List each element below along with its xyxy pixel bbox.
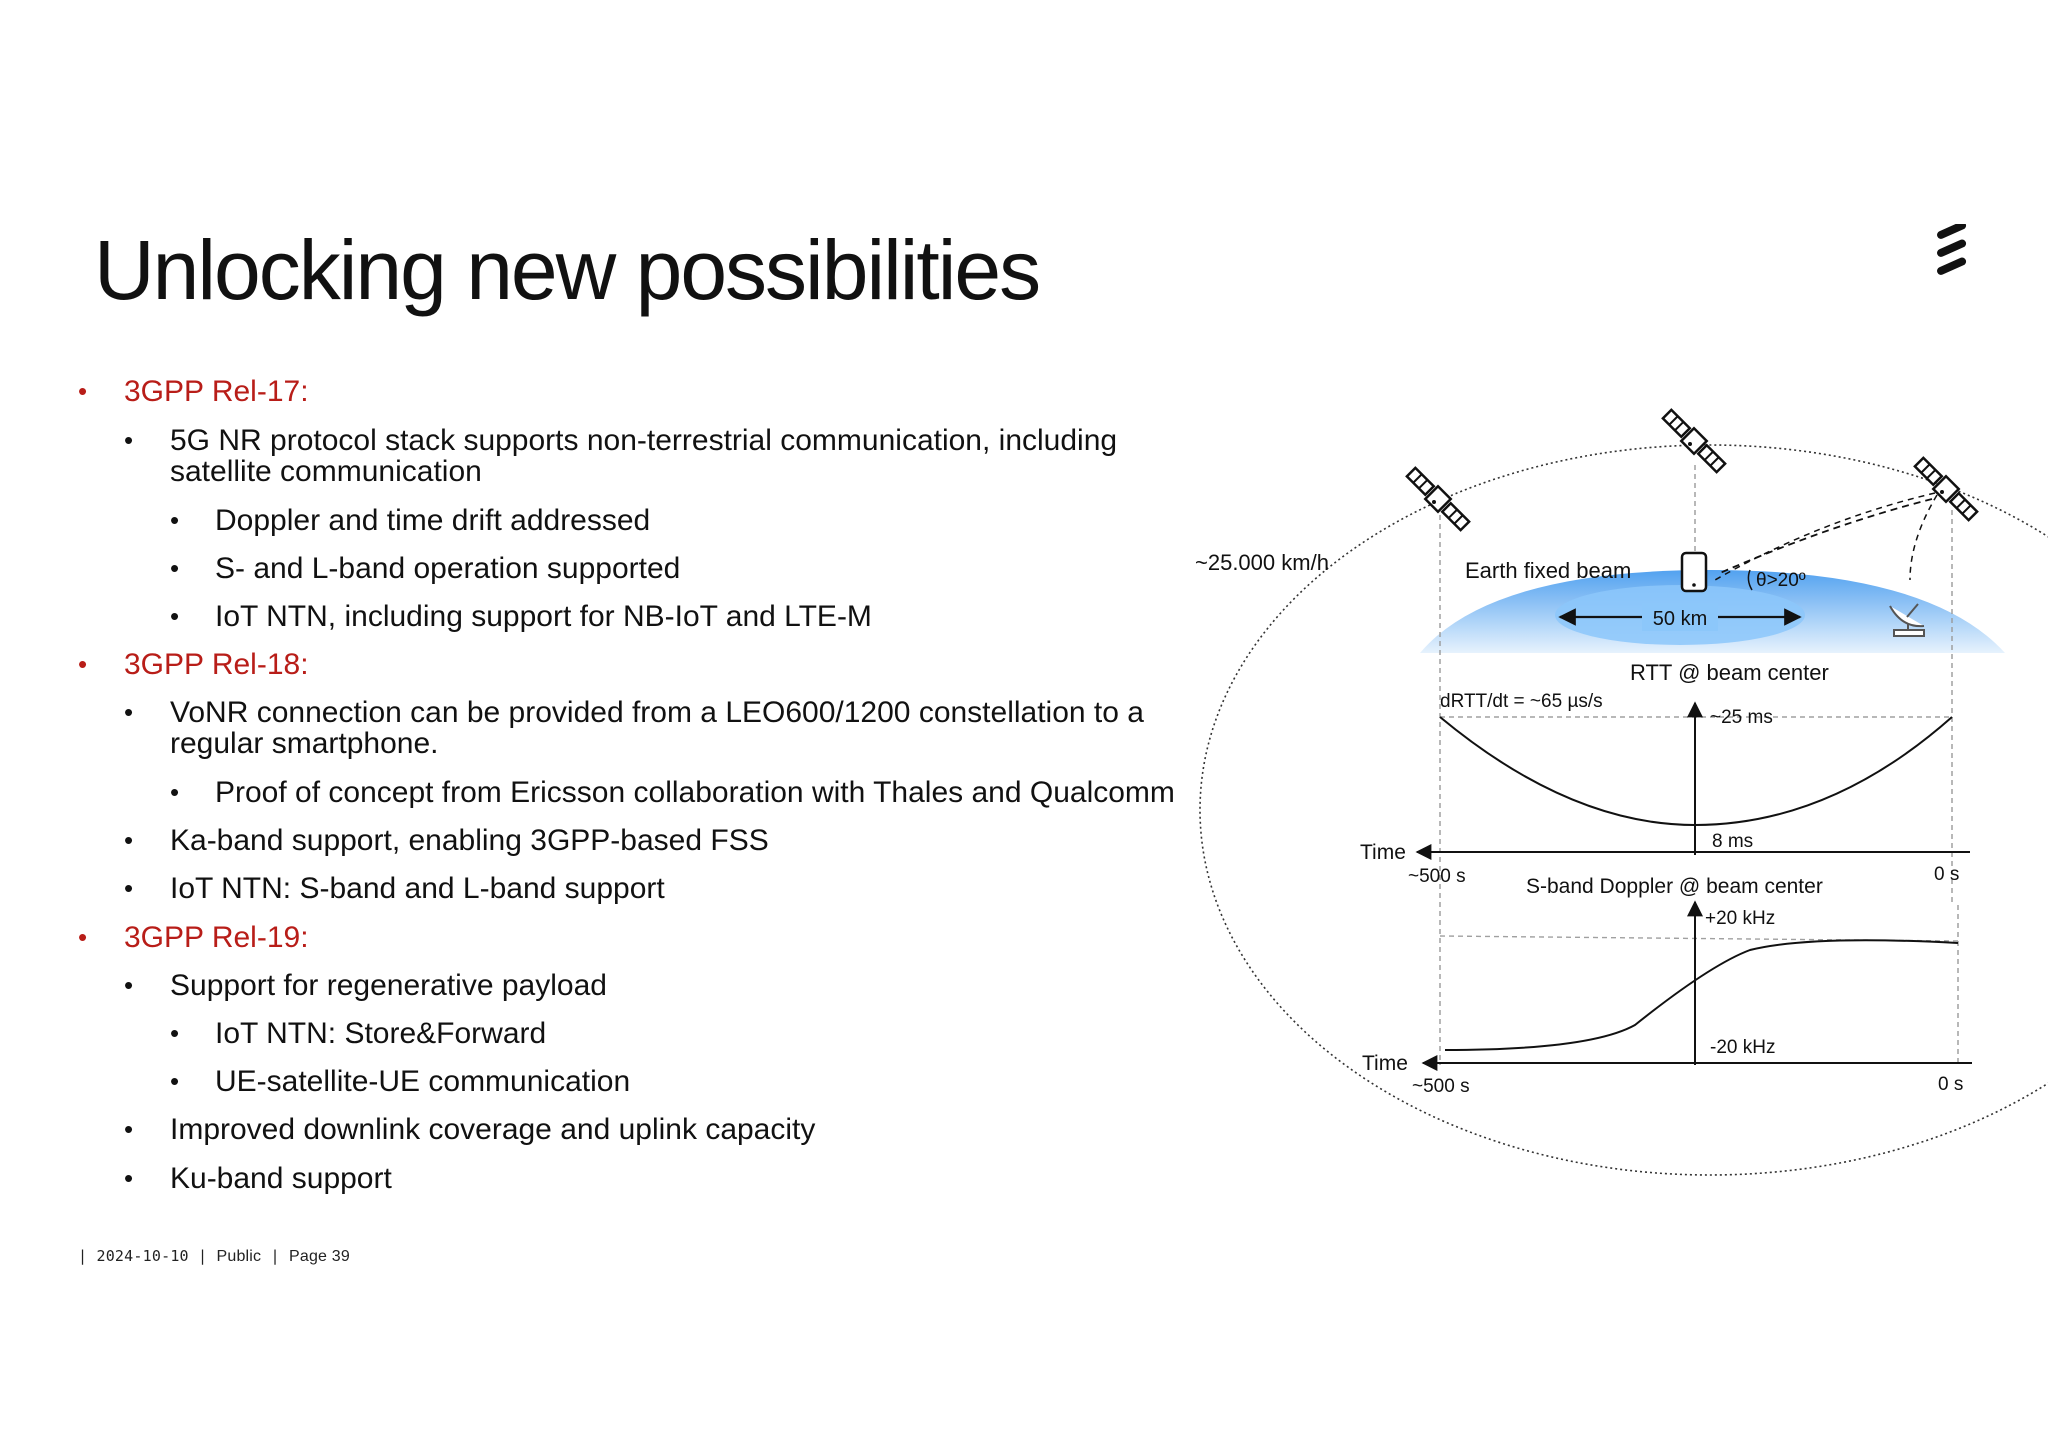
bullet-item-level-3: • UE-satellite-UE communication: [170, 1065, 631, 1098]
bullet-text: Improved downlink coverage and uplink ca…: [170, 1113, 816, 1146]
rtt-curve: [1439, 716, 1953, 827]
bullet-dot: •: [124, 425, 134, 455]
rtt-min-label: 8 ms: [1712, 831, 1753, 852]
bullet-dot: •: [170, 777, 180, 807]
bullet-item-level-2: • 5G NR protocol stack supports non-terre…: [124, 424, 1118, 457]
satellite-diagram: θ>20º 50 km ~25.000 km/h Earth fixed bea…: [1195, 408, 2048, 1176]
bullet-item-level-3: • Proof of concept from Ericsson collabor…: [170, 776, 1175, 809]
smartphone-icon: [1680, 551, 1708, 593]
bullet-text: 3GPP Rel-17:: [124, 375, 309, 408]
bullet-dot: •: [170, 1018, 180, 1048]
bullet-text: 5G NR protocol stack supports non-terres…: [170, 424, 1118, 457]
bullet-text: Ku-band support: [170, 1162, 392, 1195]
doppler-min-label: -20 kHz: [1710, 1037, 1775, 1058]
bullet-dot: •: [124, 697, 134, 727]
bullet-item-level-3: • Doppler and time drift addressed: [170, 504, 651, 537]
slide-footer: | 2024-10-10 | Public | Page 39: [78, 1247, 350, 1265]
bullet-item-level-2: regular smartphone.: [170, 728, 438, 759]
footer-date: 2024-10-10: [96, 1247, 189, 1265]
satellite-right-icon: [1913, 456, 1979, 522]
bullet-dot: •: [124, 873, 134, 903]
bullet-item-level-3: • IoT NTN, including support for NB-IoT a…: [170, 600, 872, 633]
bullet-text: Proof of concept from Ericsson collabora…: [215, 776, 1175, 809]
bullet-dot: •: [78, 649, 88, 679]
bullet-text: S- and L-band operation supported: [215, 552, 681, 585]
bullet-text: UE-satellite-UE communication: [215, 1065, 631, 1098]
bullet-dot: •: [170, 601, 180, 631]
bullet-text: regular smartphone.: [170, 727, 439, 760]
bullet-text: 3GPP Rel-19:: [124, 921, 309, 954]
bullet-dot: •: [124, 970, 134, 1000]
footer-classification: Public: [216, 1248, 262, 1265]
bullet-item-level-1: • 3GPP Rel-17:: [78, 375, 309, 408]
beam-label: Earth fixed beam: [1465, 558, 1631, 583]
bullet-item-level-1: • 3GPP Rel-18:: [78, 648, 309, 681]
bullet-item-level-3: • S- and L-band operation supported: [170, 552, 681, 585]
bullet-item-level-3: • IoT NTN: Store&Forward: [170, 1017, 547, 1050]
beam-width-label: 50 km: [1653, 608, 1707, 630]
bullet-text: Support for regenerative payload: [170, 969, 607, 1002]
doppler-start-label: ~500 s: [1412, 1076, 1470, 1097]
doppler-curve: [1444, 939, 1959, 1051]
bullet-dot: •: [170, 505, 180, 535]
bullet-dot: •: [78, 376, 88, 406]
doppler-title: S-band Doppler @ beam center: [1526, 875, 1823, 898]
bullet-dot: •: [124, 825, 134, 855]
bullet-text: Doppler and time drift addressed: [215, 504, 651, 537]
bullet-text: IoT NTN: Store&Forward: [215, 1017, 547, 1050]
bullet-dot: •: [124, 1114, 134, 1144]
satellite-left-icon: [1405, 466, 1471, 532]
elevation-angle-label: θ>20º: [1756, 570, 1806, 591]
rtt-end-label: 0 s: [1934, 864, 1959, 885]
bullet-text: IoT NTN, including support for NB-IoT an…: [215, 600, 872, 633]
bullet-item-level-1: • 3GPP Rel-19:: [78, 921, 309, 954]
bullet-item-level-2: • Ka-band support, enabling 3GPP-based FS…: [124, 824, 769, 857]
bullet-item-level-2: • Ku-band support: [124, 1162, 392, 1195]
doppler-end-label: 0 s: [1938, 1074, 1963, 1095]
bullet-item-level-2: satellite communication: [170, 456, 482, 487]
satellite-center-icon: [1661, 408, 1727, 474]
bullet-text: satellite communication: [170, 455, 482, 488]
bullet-list: • 3GPP Rel-17: • 5G NR protocol stack suppo…: [78, 375, 1175, 1195]
bullet-item-level-2: • VoNR connection can be provided from a …: [124, 696, 1144, 729]
bullet-item-level-2: • Support for regenerative payload: [124, 969, 607, 1002]
bullet-text: VoNR connection can be provided from a L…: [170, 696, 1144, 729]
rtt-slope-label: dRTT/dt = ~65 µs/s: [1440, 691, 1603, 712]
bullet-item-level-2: • IoT NTN: S-band and L-band support: [124, 872, 665, 905]
doppler-max-label: +20 kHz: [1705, 908, 1775, 929]
bullet-text: Ka-band support, enabling 3GPP-based FSS: [170, 824, 769, 857]
bullet-text: 3GPP Rel-18:: [124, 648, 309, 681]
orbit-ellipse: [1199, 444, 2048, 1176]
bullet-text: IoT NTN: S-band and L-band support: [170, 872, 665, 905]
rtt-time-axis-label: Time: [1360, 841, 1406, 864]
slide-title: Unlocking new possibilities: [94, 223, 1041, 317]
bullet-dot: •: [170, 553, 180, 583]
footer-page: Page 39: [288, 1248, 350, 1265]
bullet-dot: •: [78, 922, 88, 952]
rtt-max-label: ~25 ms: [1710, 707, 1773, 728]
doppler-time-axis-label: Time: [1362, 1052, 1408, 1075]
bullet-dot: •: [124, 1163, 134, 1193]
bullet-dot: •: [170, 1066, 180, 1096]
speed-label: ~25.000 km/h: [1195, 550, 1329, 575]
ericsson-logo-icon: [1937, 224, 1967, 275]
rtt-title: RTT @ beam center: [1630, 660, 1829, 685]
bullet-item-level-2: • Improved downlink coverage and uplink c…: [124, 1113, 816, 1146]
ground-station-dish-icon: [1889, 603, 1925, 637]
rtt-start-label: ~500 s: [1408, 866, 1466, 887]
